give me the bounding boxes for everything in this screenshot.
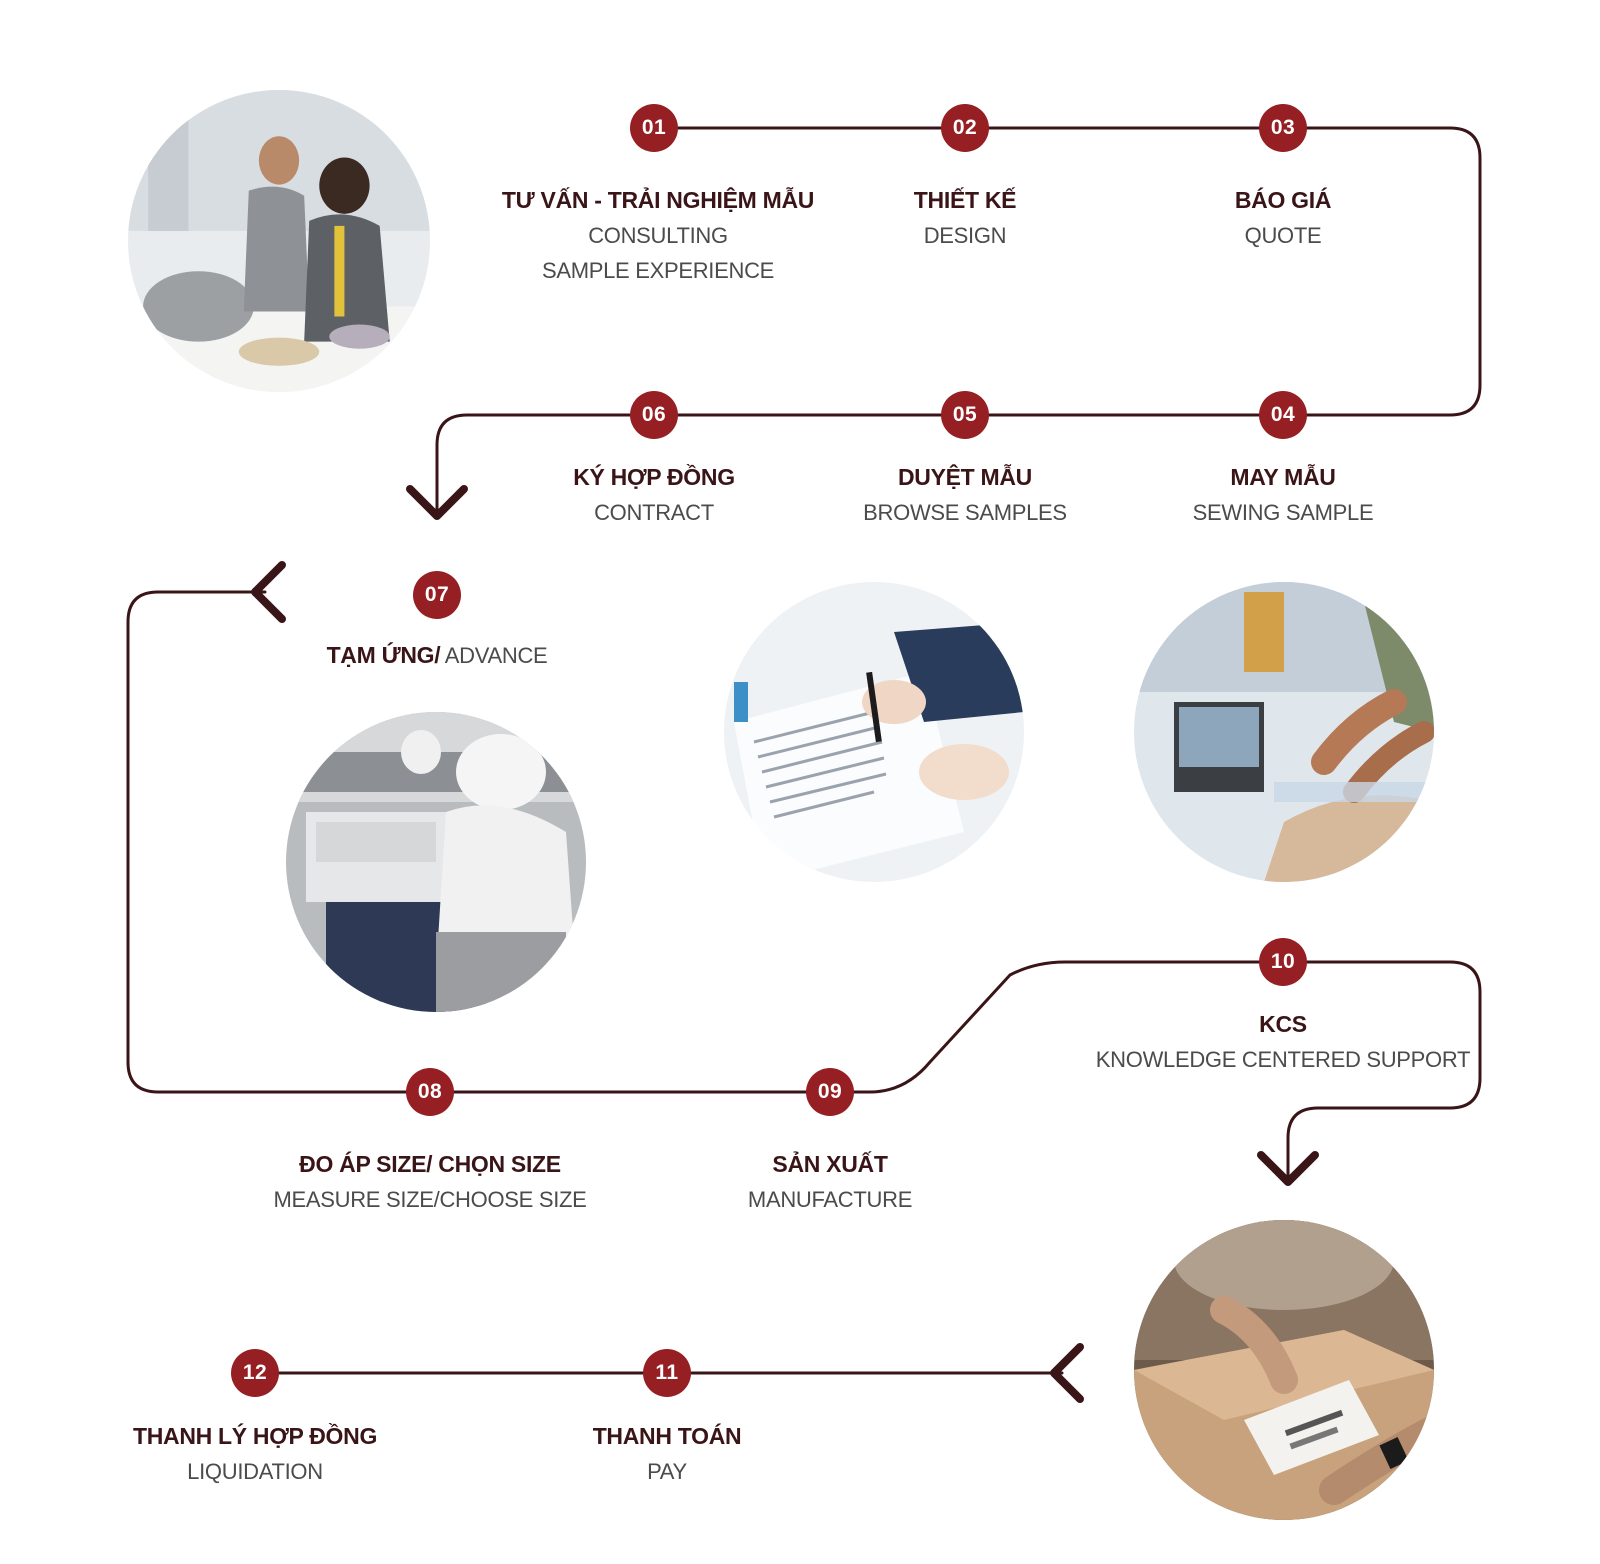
step-title: MAY MẪU: [1230, 464, 1336, 490]
step-label-06: KÝ HỢP ĐỒNG CONTRACT: [573, 460, 735, 530]
advance-photo: [286, 712, 586, 1012]
step-title: KCS: [1259, 1011, 1307, 1037]
step-label-01: TƯ VẤN - TRẢI NGHIỆM MẪU CONSULTING SAMP…: [502, 183, 814, 288]
step-badge-05: 05: [941, 391, 989, 439]
step-title: THANH TOÁN: [592, 1423, 742, 1449]
step-label-09: SẢN XUẤT MANUFACTURE: [748, 1147, 912, 1217]
step-badge-09: 09: [806, 1068, 854, 1116]
contract-photo: [724, 582, 1024, 882]
step-badge-12: 12: [231, 1349, 279, 1397]
step-subtitle: QUOTE: [1244, 223, 1322, 248]
step-badge-07: 07: [413, 571, 461, 619]
step-title: KÝ HỢP ĐỒNG: [573, 464, 735, 490]
step-subtitle: KNOWLEDGE CENTERED SUPPORT: [1095, 1047, 1471, 1072]
step-subtitle: ADVANCE: [444, 643, 548, 668]
step-label-02: THIẾT KẾ DESIGN: [913, 183, 1017, 253]
step-subtitle: MANUFACTURE: [747, 1187, 913, 1212]
step-label-05: DUYỆT MẪU BROWSE SAMPLES: [863, 460, 1067, 530]
connector-01-06: [435, 126, 1482, 514]
step-badge-04: 04: [1259, 391, 1307, 439]
step-label-04: MAY MẪU SEWING SAMPLE: [1193, 460, 1374, 530]
chevron-left-icon: [251, 561, 286, 623]
step-subtitle: MEASURE SIZE/CHOOSE SIZE: [273, 1187, 587, 1212]
chevron-down-icon: [1257, 1151, 1319, 1186]
delivery-photo: [1134, 1220, 1434, 1520]
step-subtitle: DESIGN: [923, 223, 1007, 248]
step-label-08: ĐO ÁP SIZE/ CHỌN SIZE MEASURE SIZE/CHOOS…: [273, 1147, 586, 1217]
step-subtitle: BROWSE SAMPLES: [863, 500, 1067, 525]
consulting-photo: [128, 90, 430, 392]
step-subtitle: CONSULTING: [588, 223, 728, 248]
sewing-sample-photo: [1134, 582, 1434, 882]
chevron-left-icon: [1050, 1343, 1084, 1403]
step-label-07: TẠM ỨNG/ ADVANCE: [327, 638, 548, 676]
step-title: TẠM ỨNG/: [326, 642, 441, 668]
step-badge-01: 01: [630, 104, 678, 152]
step-subtitle: SEWING SAMPLE: [1192, 500, 1374, 525]
step-badge-06: 06: [630, 391, 678, 439]
step-title: DUYỆT MẪU: [897, 464, 1033, 490]
step-badge-10: 10: [1259, 938, 1307, 986]
step-badge-03: 03: [1259, 104, 1307, 152]
step-subtitle: PAY: [647, 1459, 687, 1484]
connector-07-10: [126, 590, 1482, 1180]
step-title: THIẾT KẾ: [913, 187, 1017, 213]
step-title: THANH LÝ HỢP ĐỒNG: [132, 1423, 378, 1449]
step-title: BÁO GIÁ: [1234, 187, 1332, 213]
step-title: ĐO ÁP SIZE/ CHỌN SIZE: [299, 1151, 561, 1177]
step-title: TƯ VẤN - TRẢI NGHIỆM MẪU: [501, 187, 815, 213]
chevron-down-icon: [406, 485, 468, 520]
step-badge-08: 08: [406, 1068, 454, 1116]
step-label-03: BÁO GIÁ QUOTE: [1234, 183, 1332, 253]
step-subtitle: SAMPLE EXPERIENCE: [541, 258, 775, 283]
step-badge-11: 11: [643, 1349, 691, 1397]
step-subtitle: LIQUIDATION: [187, 1459, 323, 1484]
step-badge-02: 02: [941, 104, 989, 152]
step-title: SẢN XUẤT: [772, 1151, 888, 1177]
step-label-12: THANH LÝ HỢP ĐỒNG LIQUIDATION: [133, 1419, 377, 1489]
step-label-11: THANH TOÁN PAY: [593, 1419, 742, 1489]
step-label-10: KCS KNOWLEDGE CENTERED SUPPORT: [1095, 1007, 1471, 1077]
step-subtitle: CONTRACT: [594, 500, 714, 525]
